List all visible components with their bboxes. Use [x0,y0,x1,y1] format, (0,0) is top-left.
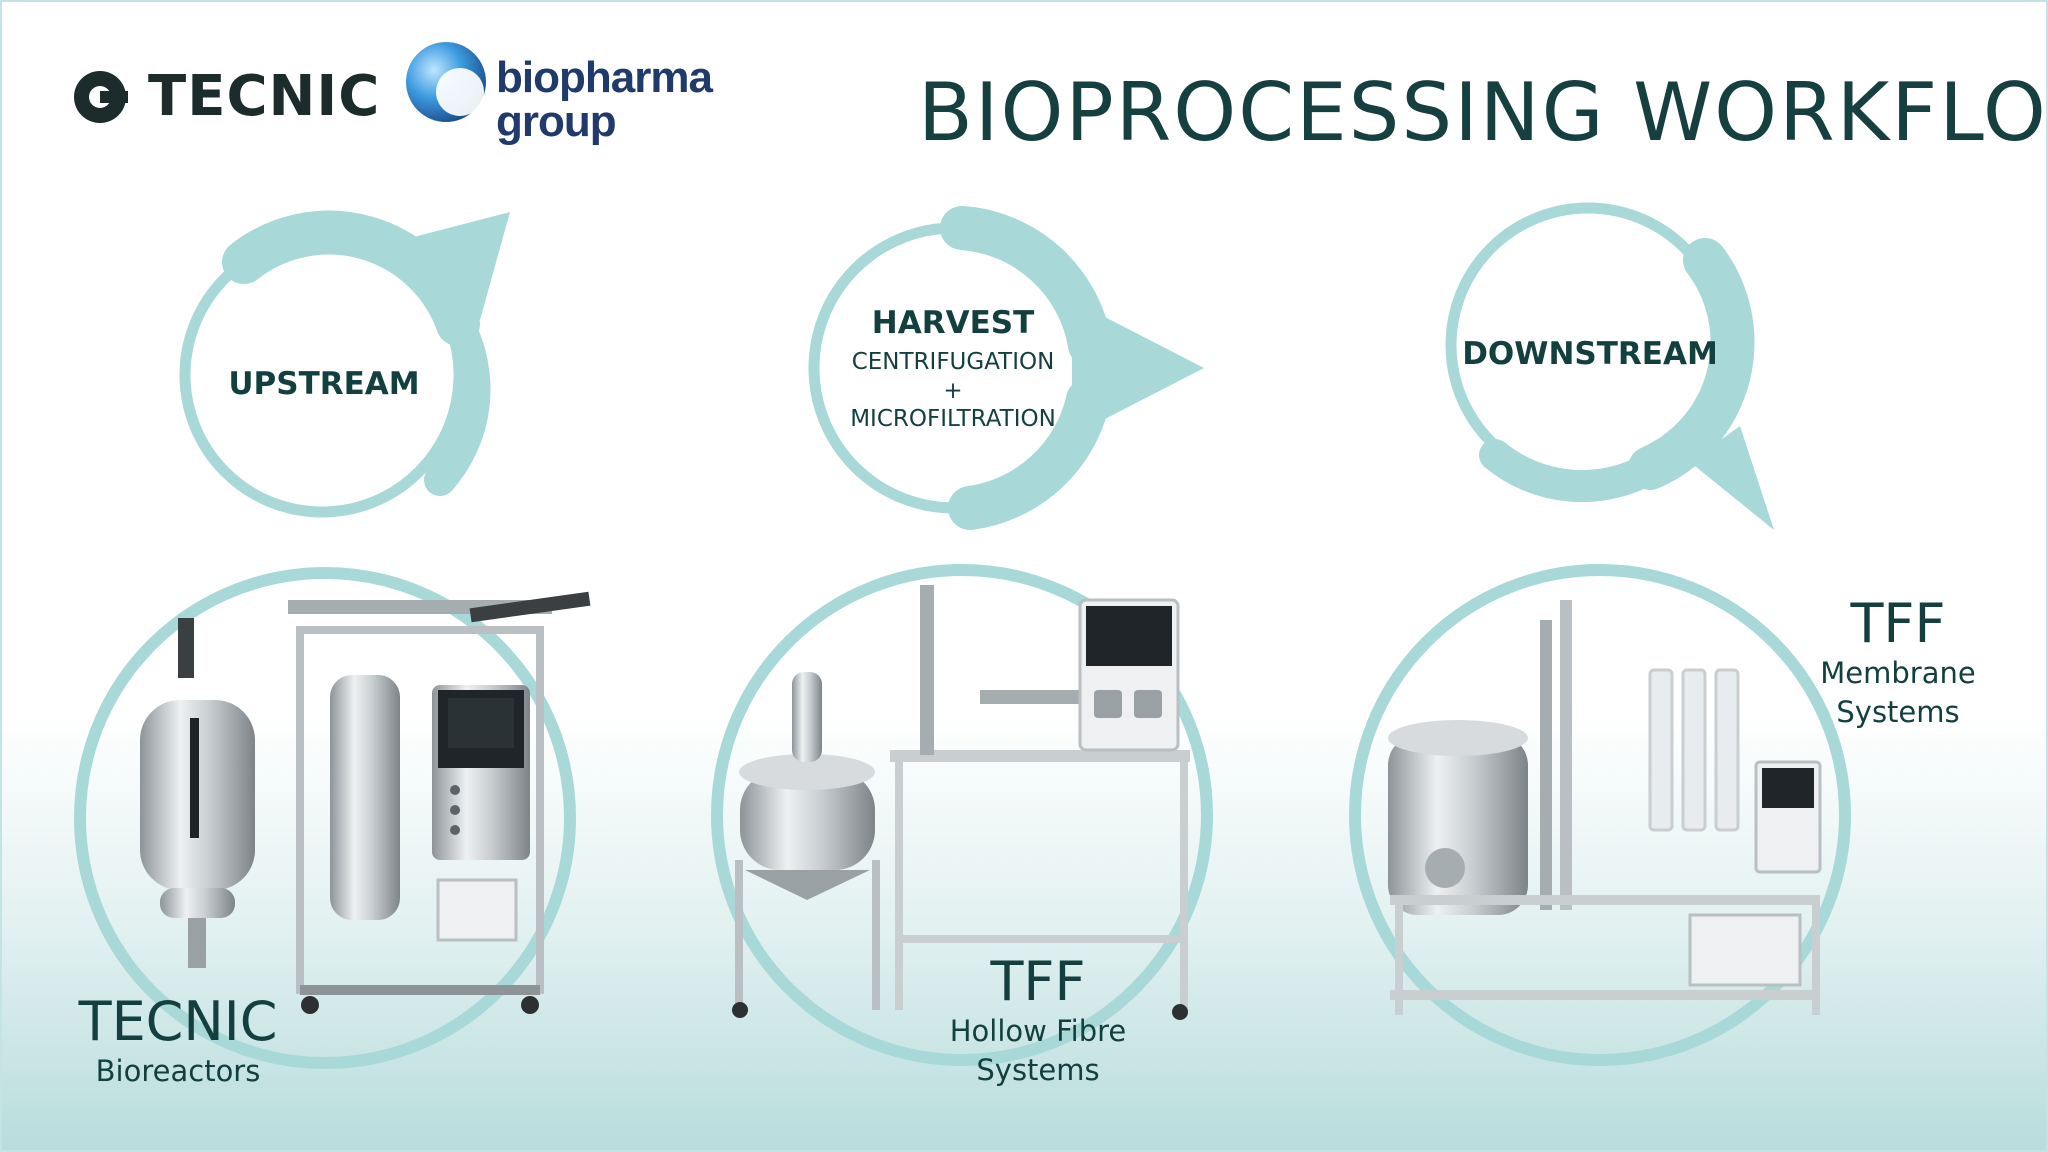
tecnic-logo-icon [74,71,128,123]
membrane-line2: Systems [1836,695,1960,729]
stage-upstream-label: UPSTREAM [228,366,420,402]
downstream-ring [1445,202,1774,530]
bioreactors-title: TECNIC [78,990,278,1053]
stage-harvest-line3: MICROFILTRATION [850,406,1056,432]
bioreactors-subtitle: Bioreactors [95,1054,261,1088]
bioreactor-machine-icon [140,591,591,1014]
flow-arrow-icon [410,212,510,320]
hollow-fibre-title: TFF [990,950,1086,1013]
hollow-fibre-line2: Systems [976,1053,1100,1087]
harvest-ring [808,206,1204,530]
stage-harvest-line2: + [943,378,963,404]
membrane-title: TFF [1850,592,1946,655]
stage-harvest-line1: CENTRIFUGATION [851,349,1055,375]
stage-harvest-label: HARVEST [871,305,1035,341]
page-title: BIOPROCESSING WORKFLOW [918,66,2048,159]
biopharma-wordmark: biopharma group [496,53,713,146]
membrane-machine-icon [1388,600,1822,1015]
hollow-fibre-machine-icon [732,585,1190,1020]
biopharma-sphere-icon [406,42,486,122]
biopharma-line1: biopharma [496,53,713,102]
upstream-ring [179,210,510,518]
tecnic-wordmark: TECNIC [148,64,381,129]
flow-arrow-icon [1690,426,1774,530]
hollow-fibre-line1: Hollow Fibre [949,1014,1127,1048]
membrane-line1: Membrane [1820,656,1976,690]
hollow-fibre-ring [711,564,1213,1066]
membrane-ring [1349,564,1851,1066]
biopharma-line2: group [496,97,617,146]
flow-arrow-icon [1072,300,1204,436]
bioreactor-ring [74,567,576,1069]
stage-downstream-label: DOWNSTREAM [1462,336,1718,372]
